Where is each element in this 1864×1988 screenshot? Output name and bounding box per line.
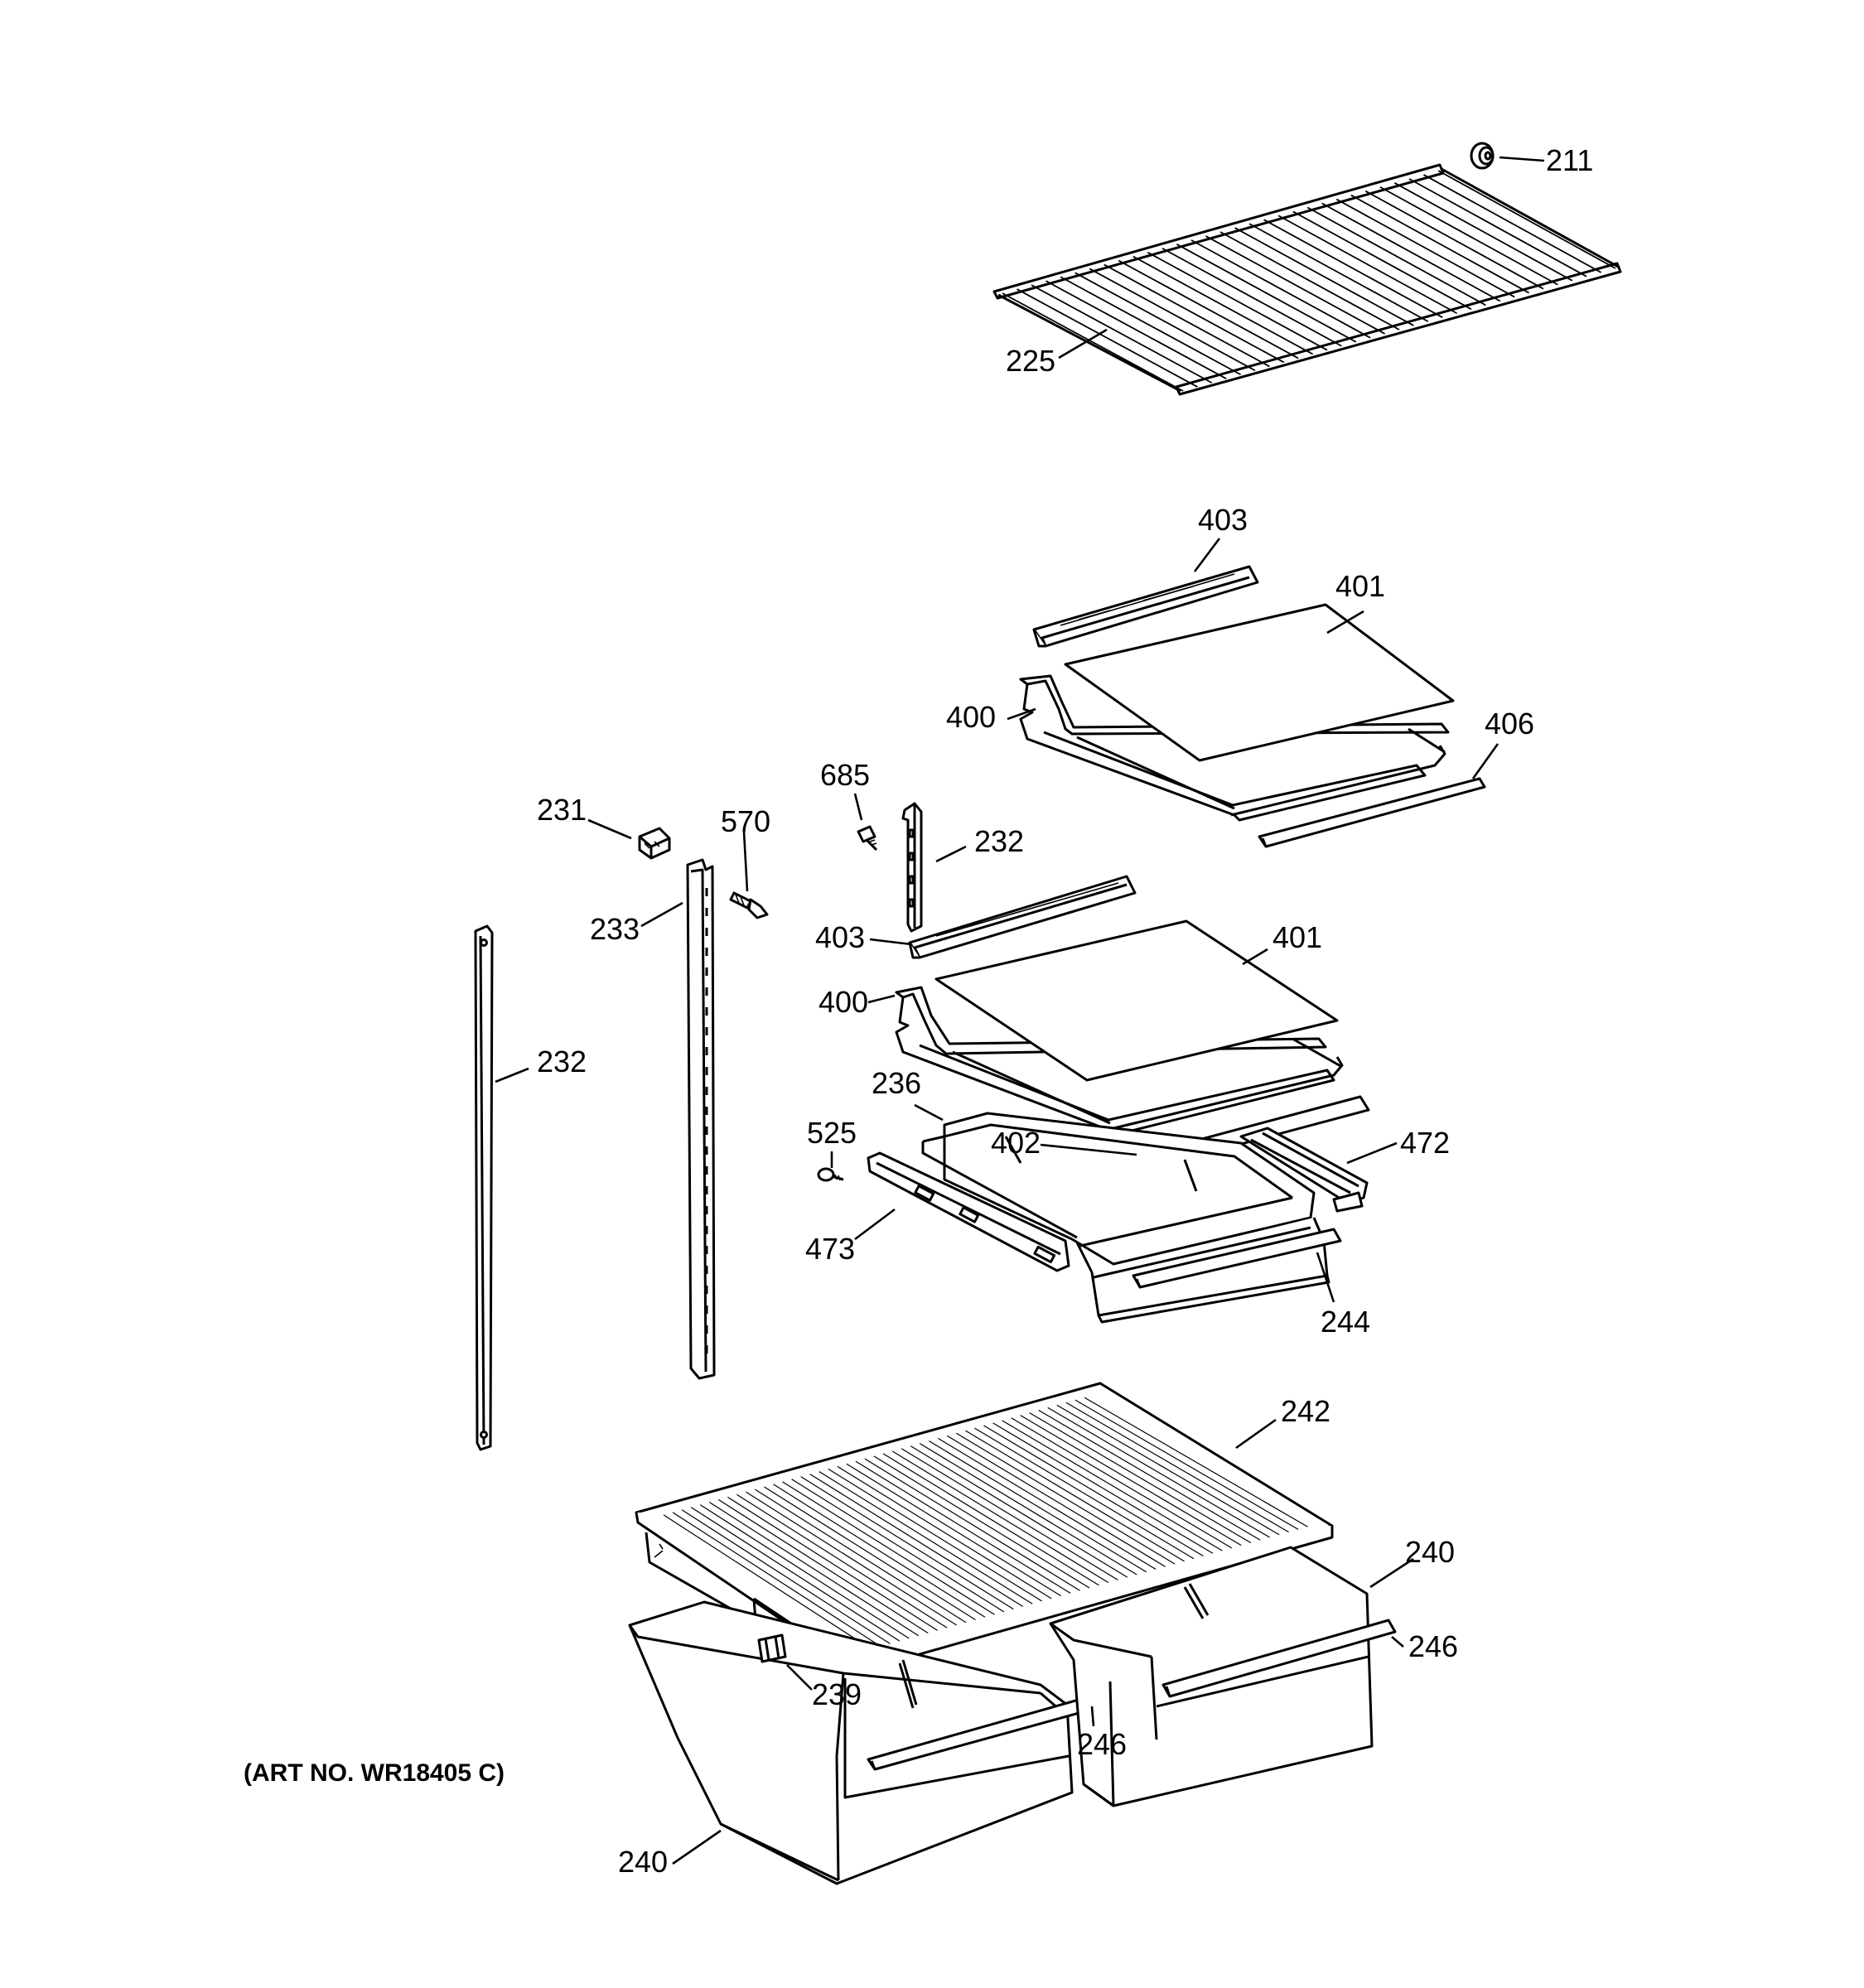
part-403-mid-trim — [908, 875, 1137, 959]
callout-685: 685 — [820, 758, 870, 792]
callout-240-right: 240 — [1405, 1535, 1455, 1569]
part-233-rail — [686, 858, 716, 1380]
callout-402: 402 — [991, 1126, 1041, 1160]
callout-246-left: 246 — [1077, 1727, 1127, 1761]
callout-472: 472 — [1400, 1126, 1450, 1160]
callout-406: 406 — [1485, 707, 1534, 741]
callout-231: 231 — [537, 793, 587, 827]
callout-240-left: 240 — [618, 1845, 668, 1879]
part-211-bumper — [1470, 142, 1495, 170]
part-240-left-drawer — [628, 1600, 1099, 1885]
part-232-short-bracket — [901, 802, 923, 933]
part-685-screw — [857, 825, 878, 852]
callout-labels: 211 225 403 401 400 406 685 232 231 570 … — [244, 143, 1593, 1879]
callout-232-rail: 232 — [537, 1045, 587, 1078]
part-240-right-drawer — [1049, 1546, 1397, 1807]
part-525-screw — [817, 1167, 844, 1182]
callout-211: 211 — [1546, 143, 1593, 177]
part-401-top-glass — [1064, 603, 1455, 762]
part-244-trim — [1132, 1228, 1342, 1289]
callout-525: 525 — [807, 1116, 857, 1150]
part-472-slide — [1239, 1127, 1369, 1213]
art-number: (ART NO. WR18405 C) — [244, 1759, 505, 1787]
callout-225: 225 — [1006, 344, 1055, 378]
callout-236: 236 — [872, 1066, 921, 1100]
callout-401-mid: 401 — [1272, 920, 1322, 954]
part-473-slide — [867, 1151, 1070, 1272]
callout-246-right: 246 — [1408, 1629, 1458, 1663]
part-406-front-trim — [1258, 777, 1486, 848]
part-232-long-rail — [474, 924, 494, 1451]
callout-400-top: 400 — [946, 700, 996, 734]
callout-242: 242 — [1281, 1394, 1330, 1428]
part-239-bracket — [757, 1633, 787, 1663]
callout-232-bracket: 232 — [974, 824, 1024, 858]
callout-473: 473 — [805, 1232, 855, 1266]
part-401-mid-glass — [934, 919, 1339, 1082]
part-570-screw — [729, 891, 769, 919]
callout-403-top: 403 — [1198, 503, 1248, 537]
part-403-top-trim — [1032, 565, 1259, 648]
callout-233: 233 — [590, 912, 640, 946]
callout-239: 239 — [812, 1677, 862, 1711]
callout-570: 570 — [721, 804, 770, 838]
part-225-wire-shelf — [992, 163, 1622, 396]
callout-244: 244 — [1321, 1305, 1370, 1339]
callout-403-mid: 403 — [815, 920, 865, 954]
callout-401-top: 401 — [1335, 569, 1385, 603]
part-231-clip — [638, 827, 671, 860]
leader-lines — [495, 156, 1545, 1865]
callout-400-mid: 400 — [819, 985, 868, 1019]
